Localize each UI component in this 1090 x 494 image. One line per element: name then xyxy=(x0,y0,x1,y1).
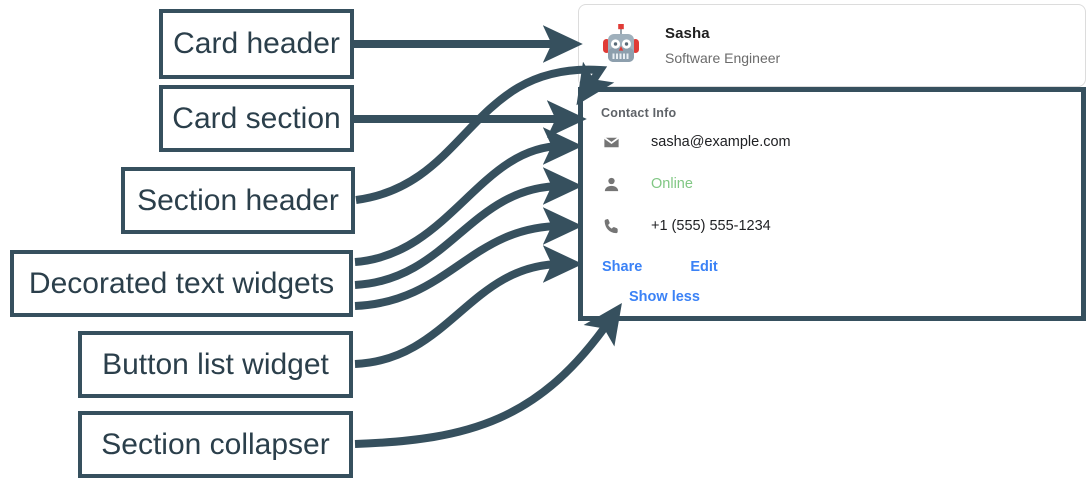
decorated-text-widget-email: sasha@example.com xyxy=(601,122,1081,162)
callout-label: Button list widget xyxy=(102,347,329,381)
phone-value: +1 (555) 555-1234 xyxy=(651,218,771,234)
arrow-decorated-text-1 xyxy=(354,127,583,266)
email-value: sasha@example.com xyxy=(651,134,791,150)
callout-label: Decorated text widgets xyxy=(28,266,335,300)
status-value: Online xyxy=(651,176,693,192)
callout-label: Card section xyxy=(172,101,341,135)
button-list-widget: Share Edit xyxy=(602,252,1081,282)
card-header: Sasha Software Engineer xyxy=(578,4,1086,87)
callout-section-collapser: Section collapser xyxy=(78,411,353,478)
edit-button[interactable]: Edit xyxy=(690,259,718,275)
card-section: Contact Info sasha@example.com xyxy=(578,87,1086,321)
card-header-title: Sasha xyxy=(665,25,710,42)
phone-icon xyxy=(601,216,621,236)
card-header-subtitle: Software Engineer xyxy=(665,50,781,66)
robot-avatar-icon xyxy=(603,23,639,62)
email-icon xyxy=(601,132,621,152)
callout-label: Section header xyxy=(137,183,339,217)
callout-decorated-text-widgets: Decorated text widgets xyxy=(10,250,353,317)
section-header: Contact Info xyxy=(601,106,677,120)
callout-label: Section collapser xyxy=(101,427,330,461)
callout-card-section: Card section xyxy=(159,85,354,152)
share-button[interactable]: Share xyxy=(602,259,643,275)
decorated-text-widget-status: Online xyxy=(601,164,1081,204)
person-icon xyxy=(601,174,621,194)
card-header-text: Sasha Software Engineer xyxy=(665,25,780,66)
callout-button-list-widget: Button list widget xyxy=(78,331,353,398)
card-section-inner: Contact Info sasha@example.com xyxy=(583,92,1081,306)
section-collapser-show-less[interactable]: Show less xyxy=(629,289,700,305)
arrow-section-header xyxy=(355,61,615,204)
arrow-decorated-text-2 xyxy=(354,167,583,289)
arrow-decorated-text-3 xyxy=(354,207,583,310)
arrow-section-collapser xyxy=(354,302,622,448)
callout-card-header: Card header xyxy=(159,9,354,79)
decorated-text-widget-phone: +1 (555) 555-1234 xyxy=(601,206,1081,246)
arrow-button-list xyxy=(354,245,583,368)
callout-label: Card header xyxy=(173,27,340,60)
callout-section-header: Section header xyxy=(121,167,355,234)
